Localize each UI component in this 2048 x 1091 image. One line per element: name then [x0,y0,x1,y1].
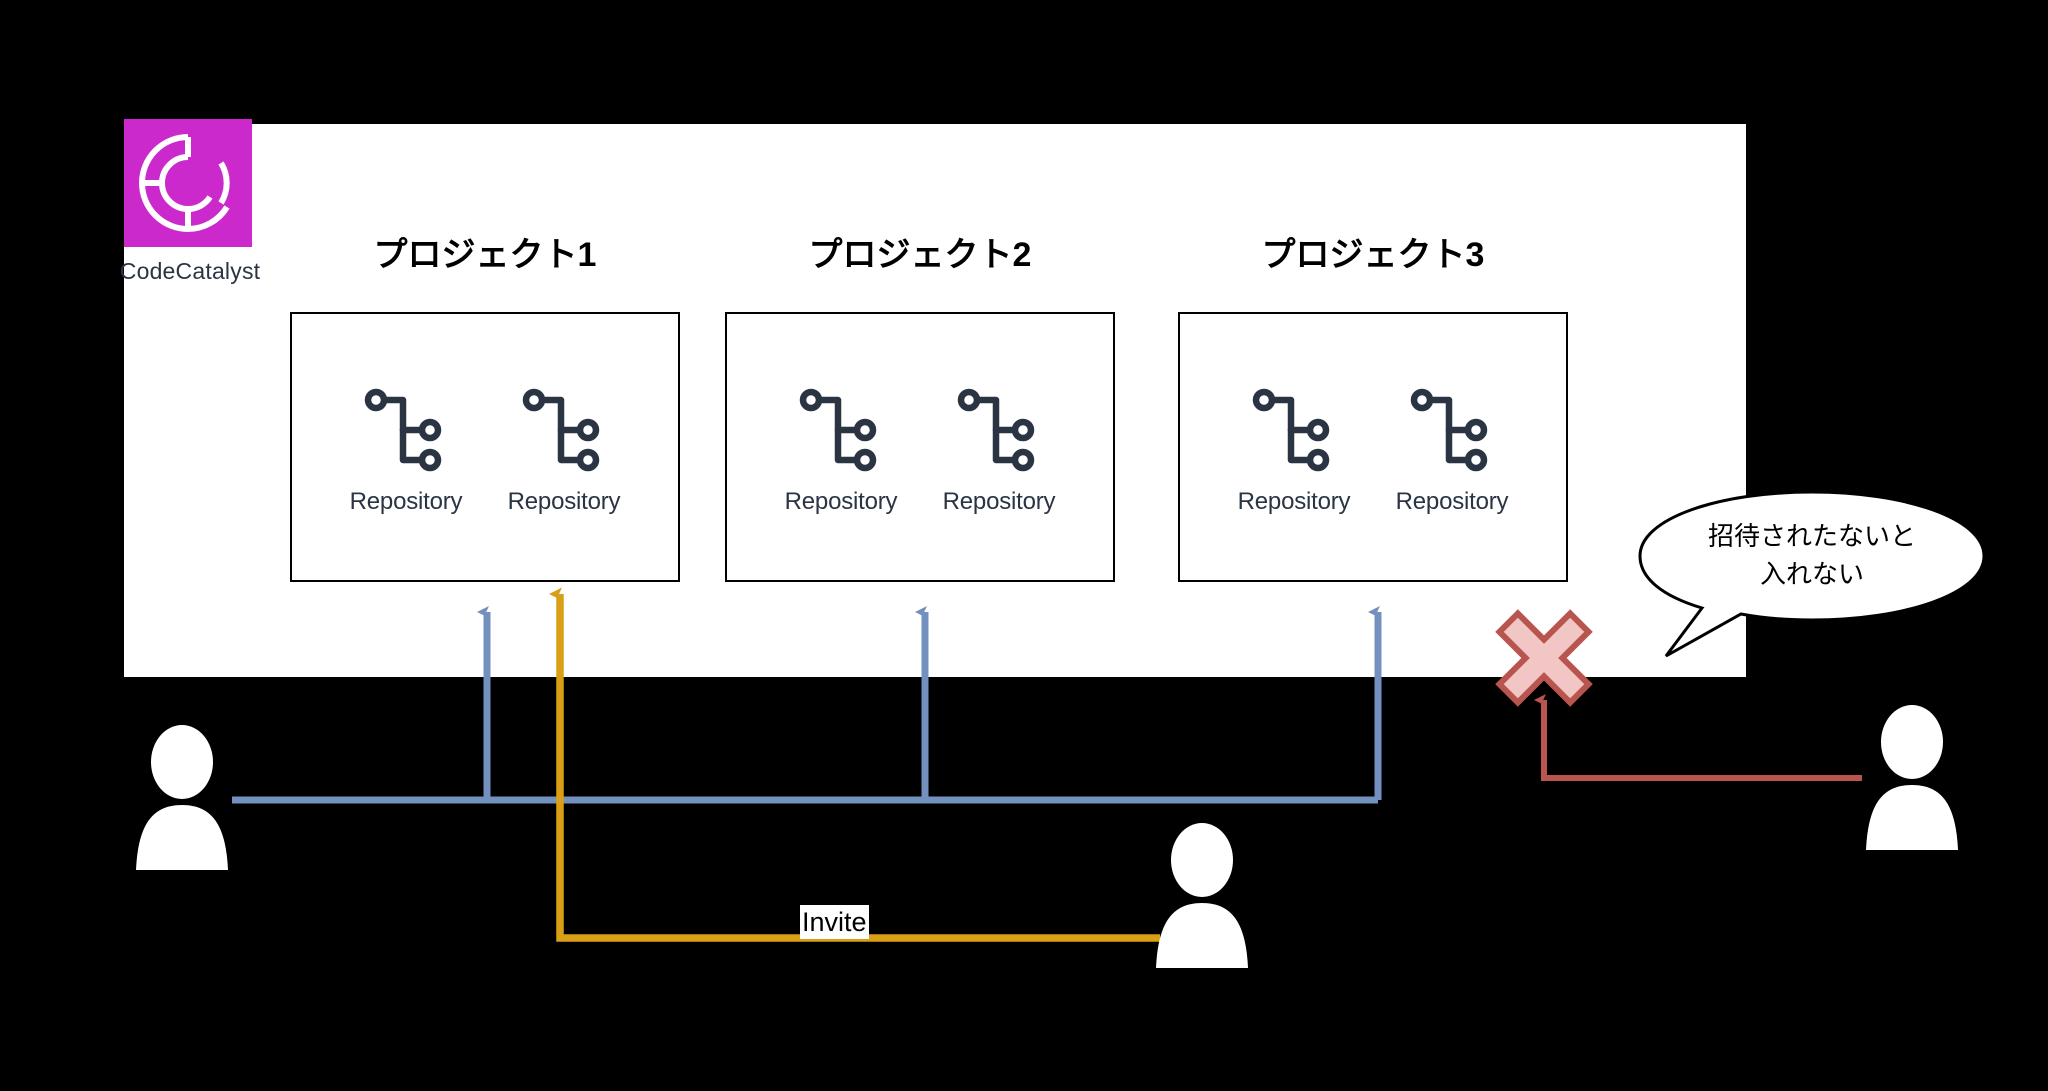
repository-label: Repository [349,488,463,515]
repository-icon [1410,388,1488,472]
repository-item[interactable]: Repository [1387,384,1517,516]
person-icon [1156,823,1248,968]
callout-bubble: 招待されたないと 入れない [1636,488,1988,658]
repository-label: Repository [1237,488,1351,515]
callout-text: 招待されたないと 入れない [1662,518,1962,594]
project-column-1: プロジェクト1 Repository [290,232,680,582]
repository-item[interactable]: Repository [1229,384,1359,516]
codecatalyst-label: CodeCatalyst [119,258,261,284]
person-icon [136,725,228,870]
repository-icon [957,388,1035,472]
repository-label: Repository [1395,488,1509,515]
repository-icon [799,388,877,472]
project-title: プロジェクト3 [1261,236,1485,274]
callout-line-2: 入れない [1759,560,1864,590]
project-title: プロジェクト1 [373,236,597,274]
codecatalyst-logo [124,119,252,247]
invite-label: Invite [800,905,869,939]
callout-line-1: 招待されたないと [1707,522,1916,552]
project-box: Repository Repository [290,312,680,582]
project-box: Repository Repository [1178,312,1568,582]
person-outsider-right[interactable] [1862,705,1962,850]
project-column-2: プロジェクト2 Repository [725,232,1115,582]
repository-icon [364,388,442,472]
repository-item[interactable]: Repository [499,384,629,516]
repository-label: Repository [942,488,1056,515]
repository-label: Repository [784,488,898,515]
person-member-left[interactable] [132,725,232,870]
repository-icon [1252,388,1330,472]
project-title: プロジェクト2 [808,236,1032,274]
repository-item[interactable]: Repository [341,384,471,516]
person-member-bottom[interactable] [1152,823,1252,968]
repository-item[interactable]: Repository [934,384,1064,516]
connector-denied [1534,694,1862,781]
repository-item[interactable]: Repository [776,384,906,516]
repository-label: Repository [507,488,621,515]
repository-icon [522,388,600,472]
project-column-3: プロジェクト3 Repository [1178,232,1568,582]
person-icon [1866,705,1958,850]
project-box: Repository Repository [725,312,1115,582]
